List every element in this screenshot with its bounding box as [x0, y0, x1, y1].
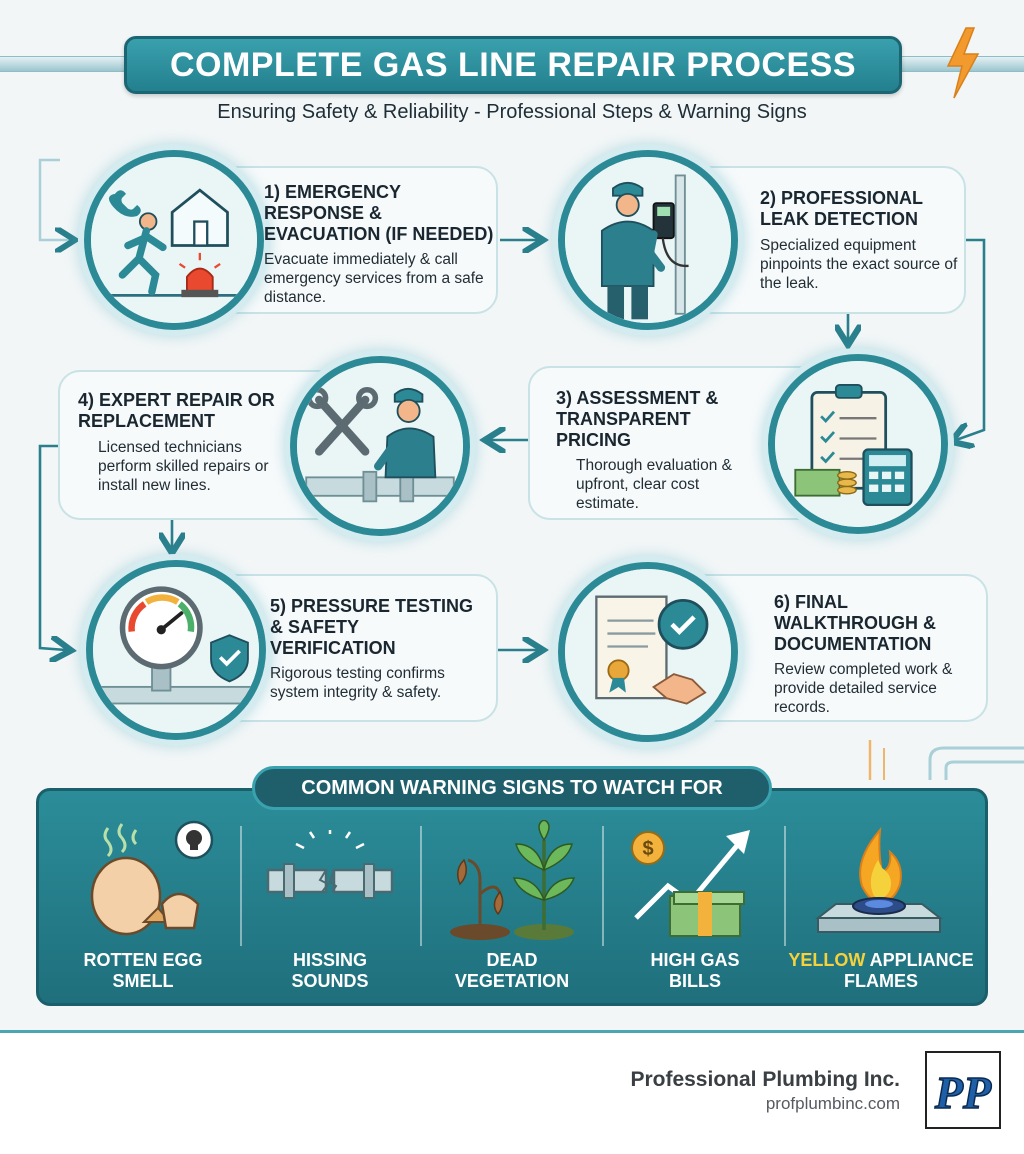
warning-label-hissing: HISSING SOUNDS	[291, 950, 369, 991]
step-4-title: 4) EXPERT REPAIR OR REPLACEMENT	[78, 390, 275, 431]
pressure-gauge-icon	[93, 567, 259, 733]
company-website[interactable]: profplumbinc.com	[765, 1094, 900, 1113]
warning-signs-title: COMMON WARNING SIGNS TO WATCH FOR	[252, 766, 772, 810]
clipboard-calculator-icon	[775, 361, 941, 527]
money-chart-icon: $	[631, 830, 750, 937]
step-4-description: Licensed technicians perform skilled rep…	[98, 439, 269, 494]
evacuation-icon	[91, 157, 257, 323]
company-name: Professional Plumbing Inc.	[630, 1068, 900, 1091]
company-logo: PP	[925, 1051, 1001, 1129]
warning-label-yellow-flames: YELLOW APPLIANCE FLAMES	[786, 950, 976, 992]
step-5-description: Rigorous testing confirms system integri…	[270, 665, 445, 701]
certificate-handshake-icon	[565, 569, 731, 735]
step-3-description: Thorough evaluation & upfront, clear cos…	[576, 457, 732, 512]
warning-divider	[602, 826, 604, 946]
warning-divider	[784, 826, 786, 946]
warning-label-yellow-flames-text: YELLOW APPLIANCE FLAMES	[788, 950, 974, 991]
step-1-title: 1) EMERGENCY RESPONSE & EVACUATION (IF N…	[264, 182, 494, 244]
step-2-title: 2) PROFESSIONAL LEAK DETECTION	[760, 188, 923, 229]
rotten-egg-icon	[90, 820, 214, 936]
step-6-title: 6) FINAL WALKTHROUGH & DOCUMENTATION	[774, 592, 936, 654]
header-pipe-left	[0, 56, 130, 72]
warning-label-high-gas-bills: HIGH GAS BILLS	[650, 950, 740, 991]
step-5-circle	[86, 560, 266, 740]
stove-flame-icon	[815, 826, 943, 933]
page-title: COMPLETE GAS LINE REPAIR PROCESS	[124, 36, 902, 94]
step-2-description: Specialized equipment pinpoints the exac…	[760, 237, 958, 292]
step-1-description: Evacuate immediately & call emergency se…	[264, 251, 484, 306]
step-5-title: 5) PRESSURE TESTING & SAFETY VERIFICATIO…	[270, 596, 474, 658]
step-2-circle	[558, 150, 738, 330]
wrench-technician-icon	[297, 363, 463, 529]
lightning-icon	[946, 27, 980, 99]
footer	[0, 1030, 1024, 1154]
step-6-circle	[558, 562, 738, 742]
svg-text:$: $	[642, 838, 653, 860]
step-3-circle	[768, 354, 948, 534]
technician-detector-icon	[565, 157, 731, 323]
company-logo-text: PP	[934, 1067, 992, 1118]
warning-label-rotten-egg: ROTTEN EGG SMELL	[83, 950, 203, 991]
step-3-title: 3) ASSESSMENT & TRANSPARENT PRICING	[556, 388, 719, 450]
warning-divider	[240, 826, 242, 946]
dead-plant-icon	[450, 820, 576, 940]
hissing-pipe-icon	[266, 830, 394, 899]
step-4-circle	[290, 356, 470, 536]
step-1-circle	[84, 150, 264, 330]
warning-label-dead-vegetation: DEAD VEGETATION	[454, 950, 570, 991]
step-6-description: Review completed work & provide detailed…	[774, 661, 953, 716]
warning-divider	[420, 826, 422, 946]
page-subtitle: Ensuring Safety & Reliability - Professi…	[217, 101, 807, 123]
